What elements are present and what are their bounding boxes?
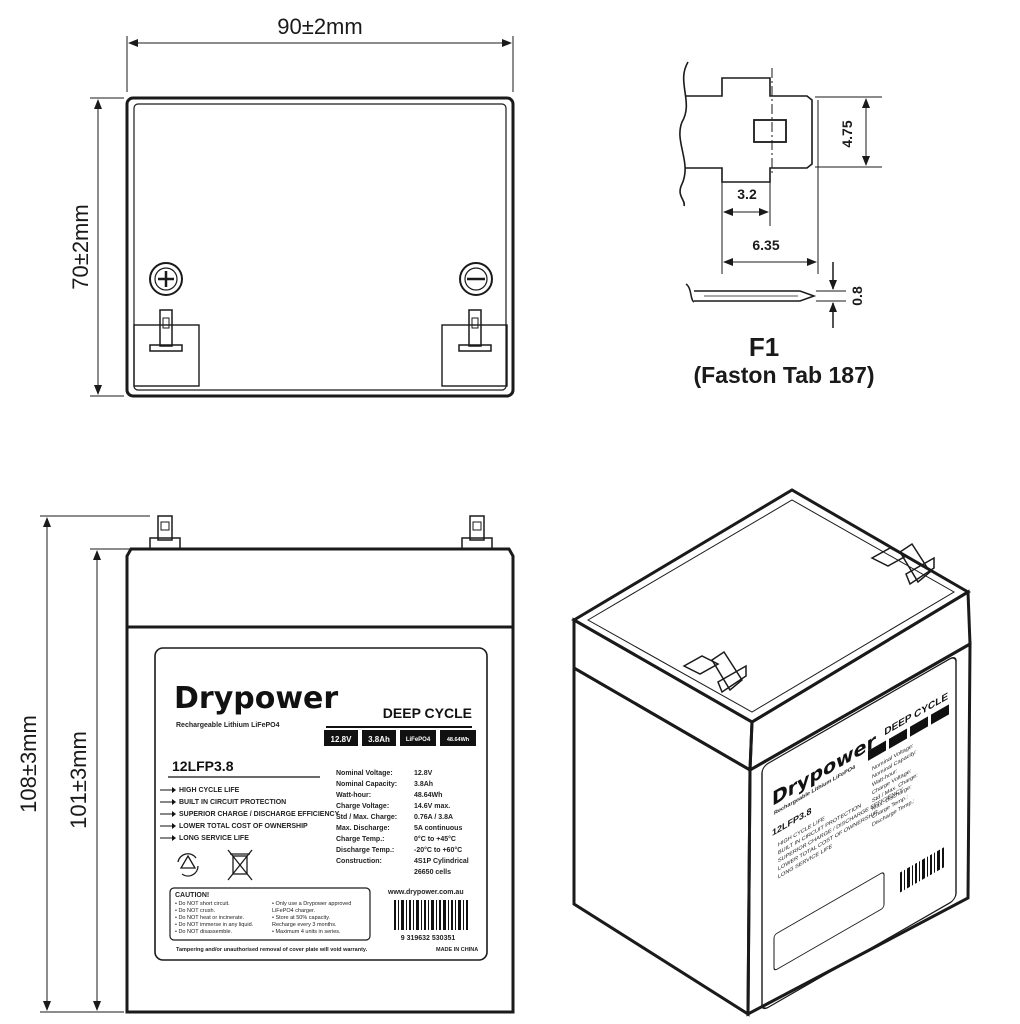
feature-item: LOWER TOTAL COST OF OWNERSHIP xyxy=(179,823,308,830)
barcode-number: 9 319632 530351 xyxy=(401,935,456,942)
spec-key: Std / Max. Charge: xyxy=(336,814,397,821)
label-tagline: Rechargeable Lithium LiFePO4 xyxy=(176,722,280,729)
spec-key: Charge Voltage: xyxy=(336,803,389,810)
battery-body xyxy=(125,625,515,1014)
iso-lid-top xyxy=(571,488,971,724)
label-specs: Nominal Voltage: 12.8V Nominal Capacity:… xyxy=(336,770,469,876)
top-view-outline xyxy=(125,96,515,398)
overall-height-label: 108±3mm xyxy=(16,715,41,813)
recycle-icon xyxy=(177,853,199,877)
caution-line: • Do NOT disassemble. xyxy=(175,929,233,935)
width-dimension-label: 90±2mm xyxy=(277,14,362,39)
label-model: 12LFP3.8 xyxy=(172,758,234,774)
iso-terminal-left xyxy=(682,650,747,694)
terminal-detail: 4.75 3.2 6.35 0.8 F1 (Faston Tab 187) xyxy=(679,61,882,388)
label-website: www.drypower.com.au xyxy=(387,889,464,896)
tab-hole-label: 3.2 xyxy=(737,186,757,202)
caution-title: CAUTION! xyxy=(175,892,209,899)
front-terminal-left xyxy=(149,515,181,550)
label-badges: 12.8V 3.8Ah LiFePO4 48.64Wh xyxy=(324,730,476,746)
feature-item: LONG SERVICE LIFE xyxy=(179,835,249,842)
front-terminal-right xyxy=(461,515,493,550)
iso-body-left xyxy=(572,665,752,1017)
caution-line: • Do NOT immerse in any liquid. xyxy=(175,922,254,928)
tab-height-label: 4.75 xyxy=(839,120,855,147)
minus-screw-icon xyxy=(459,262,493,296)
caution-box xyxy=(169,887,371,941)
top-height-dimension-label: 70±2mm xyxy=(68,204,93,289)
origin-note: MADE IN CHINA xyxy=(436,947,478,953)
caution-line: • Maximum 4 units in series. xyxy=(272,929,341,935)
top-view: 90±2mm 70±2mm xyxy=(68,14,515,398)
spec-value: 3.8Ah xyxy=(414,781,433,788)
badge-capacity: 3.8Ah xyxy=(368,735,390,744)
caution-line: • Do NOT crush. xyxy=(175,908,216,914)
spec-value: 26650 cells xyxy=(414,869,451,876)
battery-lid xyxy=(125,547,515,629)
case-height-label: 101±3mm xyxy=(66,731,91,829)
spec-value: 4S1P Cylindrical xyxy=(414,858,469,865)
spec-key: Max. Discharge: xyxy=(336,825,390,832)
iso-body-right xyxy=(746,641,972,1017)
caution-line: • Store at 50% capacity. xyxy=(272,915,331,921)
terminal-code: F1 xyxy=(749,332,779,362)
plus-screw-icon xyxy=(149,262,183,296)
terminal-right xyxy=(441,309,508,387)
spec-value: 14.6V max. xyxy=(414,803,450,810)
label-cycle: DEEP CYCLE xyxy=(383,705,472,721)
iso-terminal-right xyxy=(870,542,935,586)
feature-item: SUPERIOR CHARGE / DISCHARGE EFFICIENCY xyxy=(179,811,340,818)
spec-value: -20°C to +60°C xyxy=(414,846,462,854)
tamper-note: Tampering and/or unauthorised removal of… xyxy=(176,947,368,953)
spec-key: Watt-hour: xyxy=(336,792,371,799)
iso-label-brand: Drypower xyxy=(772,728,877,810)
spec-value: 0°C to +45°C xyxy=(414,835,456,843)
front-view: 108±3mm 101±3mm Drypower Rechargeable Li… xyxy=(16,515,515,1014)
caution-line: Recharge every 3 months. xyxy=(272,922,337,928)
feature-item: HIGH CYCLE LIFE xyxy=(179,787,240,794)
spec-value: 12.8V xyxy=(414,770,433,777)
feature-item: BUILT IN CIRCUIT PROTECTION xyxy=(179,799,286,806)
front-label: Drypower Rechargeable Lithium LiFePO4 DE… xyxy=(154,647,488,961)
label-features: HIGH CYCLE LIFE BUILT IN CIRCUIT PROTECT… xyxy=(160,787,340,842)
spec-key: Nominal Capacity: xyxy=(336,781,397,788)
terminal-name: (Faston Tab 187) xyxy=(693,362,874,388)
caution-line: • Do NOT heat or incinerate. xyxy=(175,915,245,921)
tab-width-label: 6.35 xyxy=(752,237,779,253)
terminal-left xyxy=(133,309,200,387)
badge-voltage: 12.8V xyxy=(331,735,353,744)
spec-value: 48.64Wh xyxy=(414,792,442,799)
spec-key: Charge Temp.: xyxy=(336,836,385,843)
isometric-view: Drypower Rechargeable Lithium LiFePO4 DE… xyxy=(571,488,972,1017)
badge-energy: 48.64Wh xyxy=(447,737,470,743)
barcode xyxy=(394,900,468,930)
caution-line: LiFePO4 charger. xyxy=(272,908,316,914)
caution-line: • Do NOT short circuit. xyxy=(175,901,230,907)
label-brand: Drypower xyxy=(174,681,338,716)
tab-thickness-label: 0.8 xyxy=(849,286,865,306)
spec-key: Construction: xyxy=(336,858,382,865)
spec-value: 0.76A / 3.8A xyxy=(414,814,453,821)
badge-chemistry: LiFePO4 xyxy=(406,737,431,743)
crossed-bin-icon xyxy=(227,849,253,881)
spec-value: 5A continuous xyxy=(414,825,462,832)
caution-line: • Only use a Drypower approved xyxy=(272,901,351,907)
spec-key: Nominal Voltage: xyxy=(336,770,393,777)
spec-key: Discharge Temp.: xyxy=(336,847,394,854)
